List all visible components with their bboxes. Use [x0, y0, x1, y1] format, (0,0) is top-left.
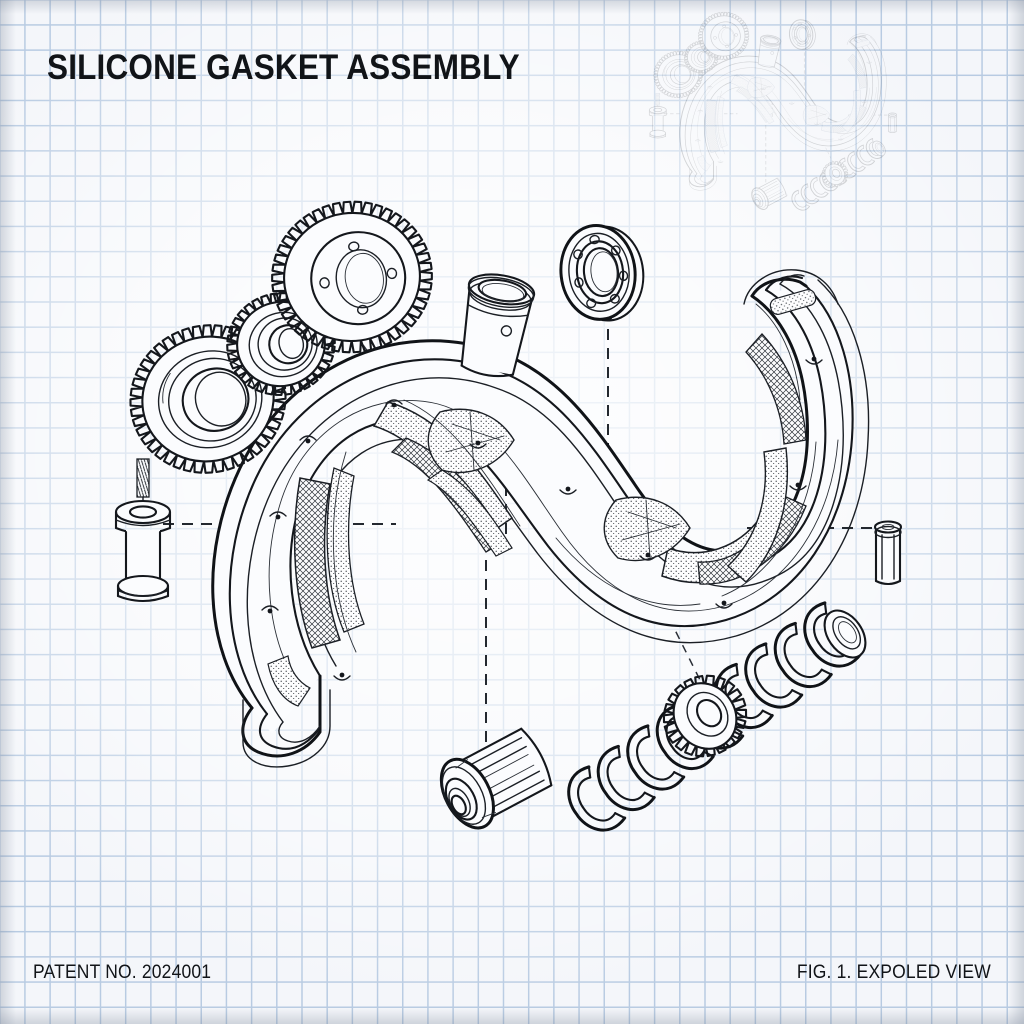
- spool-bushing: [114, 499, 172, 603]
- page-title: SILICONE GASKET ASSEMBLY: [47, 48, 520, 87]
- gasket-upper-terminus: [743, 269, 839, 315]
- patent-number: PATENT NO. 2024001: [33, 962, 212, 983]
- gasket-lower-terminus: [241, 674, 331, 768]
- figure-caption: FIG. 1. EXPOLED VIEW: [796, 962, 991, 983]
- gasket-interior-profiles: [332, 303, 817, 653]
- silicone-sealing-beads: [267, 333, 807, 707]
- gasket-body: [211, 269, 870, 768]
- washer-ring: [823, 609, 867, 659]
- splined-roller: [439, 726, 555, 830]
- bushing-sleeve: [460, 273, 536, 378]
- ball-bearing: [559, 224, 645, 322]
- dowel-pin: [873, 520, 903, 586]
- pinion-gear: [662, 674, 748, 758]
- gasket-body-fill: [212, 286, 853, 734]
- gear-flanged-top: [271, 200, 433, 354]
- retaining-tabs: [261, 356, 823, 681]
